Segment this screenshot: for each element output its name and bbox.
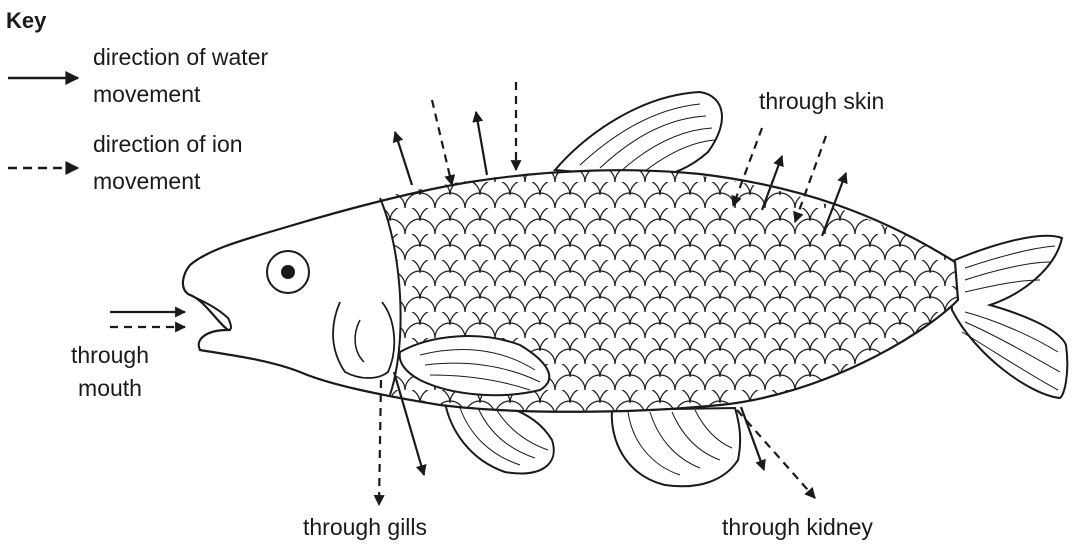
skin-water-arrow-2: [476, 112, 487, 175]
kidney-water-arrow: [741, 407, 764, 470]
dorsal-fin: [555, 92, 722, 178]
key-water-label-2: movement: [93, 79, 200, 109]
skin-label: through skin: [759, 86, 884, 116]
fish-body: [183, 160, 970, 420]
skin-water-arrow-1: [395, 132, 412, 185]
pelvic-fin: [445, 402, 554, 473]
key-title: Key: [6, 6, 46, 36]
gill-ion-arrow: [379, 380, 381, 505]
anal-fin: [612, 408, 740, 486]
key-legend: [8, 78, 78, 168]
skin-arrows-left: [395, 82, 516, 185]
kidney-ion-arrow: [737, 410, 815, 498]
mouth-arrows: [110, 312, 185, 327]
kidney-label: through kidney: [722, 512, 873, 542]
pupil: [281, 265, 295, 279]
key-water-label-1: direction of water: [93, 42, 268, 72]
mouth-label-2: mouth: [55, 373, 165, 403]
key-ion-label-1: direction of ion: [93, 129, 243, 159]
skin-ion-arrow-1: [432, 100, 452, 185]
tail-fin: [950, 236, 1067, 398]
key-ion-label-2: movement: [93, 166, 200, 196]
gills-label: through gills: [303, 512, 427, 542]
kidney-arrows: [737, 407, 815, 498]
mouth-label-1: through: [55, 340, 165, 370]
